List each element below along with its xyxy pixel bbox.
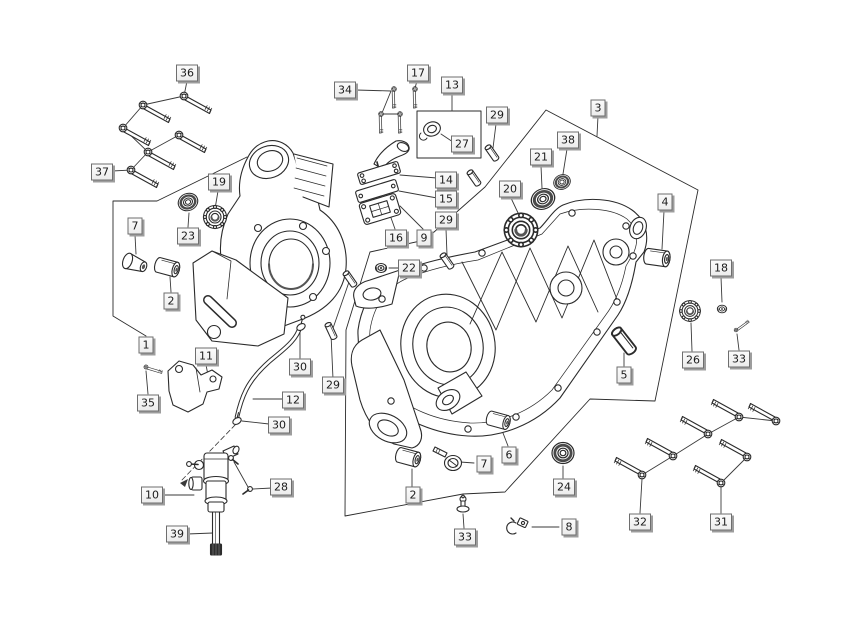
- oil-seal-23: [174, 188, 202, 216]
- spacer-15: [355, 179, 399, 203]
- part-callout-29-31[interactable]: 29: [322, 376, 344, 394]
- part-callout-7-8[interactable]: 7: [476, 455, 492, 473]
- oil-guide-7-left: [121, 252, 148, 273]
- part-callout-24-25[interactable]: 24: [553, 478, 575, 496]
- case-bolts-32-31: [613, 398, 781, 488]
- left-crankcase-drawing: [192, 140, 347, 347]
- oil-pump-10: [186, 445, 240, 556]
- part-callout-2-2[interactable]: 2: [405, 486, 421, 504]
- part-callout-23-24[interactable]: 23: [177, 227, 199, 245]
- pump-body-16: [358, 193, 402, 225]
- bushing-4: [642, 247, 672, 268]
- pump-screws-28: [228, 455, 253, 495]
- mounting-bolts-36-37: [118, 91, 213, 189]
- part-callout-33-36[interactable]: 33: [728, 350, 750, 368]
- stud-33-bottom: [456, 494, 470, 513]
- gasket-14: [357, 161, 401, 185]
- part-callout-30-33[interactable]: 30: [268, 416, 290, 434]
- part-callout-31-34[interactable]: 31: [710, 513, 732, 531]
- part-callout-6-6[interactable]: 6: [501, 446, 517, 464]
- part-callout-39-43[interactable]: 39: [166, 525, 188, 543]
- part-callout-22-23[interactable]: 22: [398, 259, 420, 277]
- part-callout-4-4[interactable]: 4: [657, 193, 673, 211]
- part-callout-13-14[interactable]: 13: [441, 76, 463, 94]
- nut-18: [716, 304, 728, 314]
- part-callout-5-5[interactable]: 5: [616, 366, 632, 384]
- part-callout-38-42[interactable]: 38: [557, 131, 579, 149]
- part-callout-29-29[interactable]: 29: [486, 106, 508, 124]
- part-callout-10-11[interactable]: 10: [141, 486, 163, 504]
- part-callout-3-3[interactable]: 3: [590, 99, 606, 117]
- oil-seal-21: [526, 183, 560, 215]
- bearing-20: [502, 211, 540, 249]
- part-callout-26-26[interactable]: 26: [682, 351, 704, 369]
- part-callout-2-1[interactable]: 2: [163, 292, 179, 310]
- bearing-26: [678, 299, 702, 323]
- right-crankcase-drawing: [350, 198, 648, 449]
- part-callout-29-30[interactable]: 29: [435, 211, 457, 229]
- part-callout-21-22[interactable]: 21: [530, 148, 552, 166]
- part-callout-36-40[interactable]: 36: [176, 64, 198, 82]
- part-callout-12-13[interactable]: 12: [282, 391, 304, 409]
- part-callout-33-37[interactable]: 33: [454, 528, 476, 546]
- clamp-8: [506, 517, 529, 535]
- part-callout-34-38[interactable]: 34: [334, 81, 356, 99]
- part-callout-28-28[interactable]: 28: [270, 478, 292, 496]
- bracket-11: [167, 360, 223, 413]
- detail-box-13: [416, 110, 482, 159]
- oil-hose-12: [232, 314, 306, 425]
- group-1-outline: [112, 156, 248, 337]
- part-callout-30-32[interactable]: 30: [289, 358, 311, 376]
- oil-seal-38: [550, 170, 574, 194]
- part-callout-7-7[interactable]: 7: [127, 217, 143, 235]
- bushing-2-right: [393, 446, 423, 469]
- dowel-pin-5: [609, 324, 639, 358]
- part-callout-1-0[interactable]: 1: [138, 336, 154, 354]
- part-callout-14-15[interactable]: 14: [435, 171, 457, 189]
- hose-clamp-30-top: [296, 314, 306, 331]
- oil-pump-assembly: [355, 121, 441, 225]
- bolt-33-right: [733, 316, 751, 336]
- part-callout-35-39[interactable]: 35: [137, 394, 159, 412]
- part-callout-9-10[interactable]: 9: [416, 229, 432, 247]
- part-callout-18-19[interactable]: 18: [710, 259, 732, 277]
- bearing-19: [202, 204, 228, 230]
- group-3-outline: [344, 109, 699, 517]
- part-callout-20-21[interactable]: 20: [499, 180, 521, 198]
- part-callout-27-27[interactable]: 27: [451, 135, 473, 153]
- pump-shaft-39: [209, 511, 223, 556]
- leader-lines: [111, 80, 777, 535]
- screw-7-right: [432, 446, 463, 472]
- part-callout-8-9[interactable]: 8: [561, 518, 577, 536]
- part-callout-11-12[interactable]: 11: [195, 347, 217, 365]
- bushing-2-left: [152, 256, 182, 279]
- part-callout-37-41[interactable]: 37: [91, 163, 113, 181]
- part-callout-16-17[interactable]: 16: [385, 229, 407, 247]
- part-callout-17-18[interactable]: 17: [407, 64, 429, 82]
- part-callout-32-35[interactable]: 32: [629, 513, 651, 531]
- part-callout-15-16[interactable]: 15: [435, 190, 457, 208]
- hose-clamp-30-bottom: [232, 412, 242, 425]
- part-callout-19-20[interactable]: 19: [208, 173, 230, 191]
- oil-seal-24: [550, 441, 576, 465]
- nut-22: [374, 262, 388, 274]
